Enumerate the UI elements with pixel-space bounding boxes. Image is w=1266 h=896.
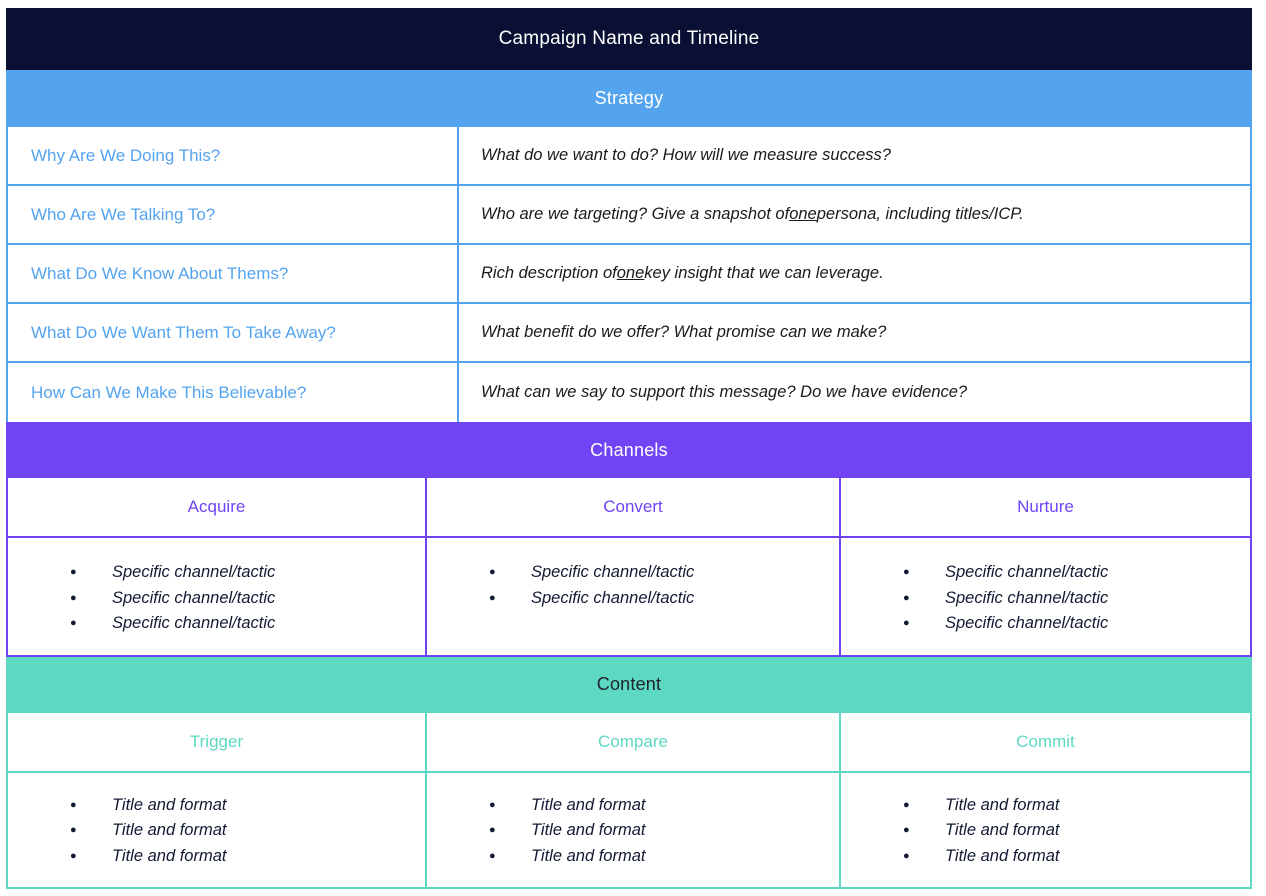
- column-heading: Acquire: [8, 478, 425, 538]
- strategy-answer-text: What can we say to support this message?…: [481, 383, 968, 401]
- list-item: Specific channel/tactic: [489, 586, 829, 612]
- strategy-answer: What benefit do we offer? What promise c…: [459, 304, 1250, 361]
- column-body: Specific channel/tactic Specific channel…: [8, 538, 425, 655]
- section-header-content-label: Content: [596, 674, 662, 694]
- column-heading: Compare: [427, 713, 839, 773]
- table-row: What Do We Know About Thems? Rich descri…: [8, 245, 1250, 304]
- list-item: Specific channel/tactic: [489, 560, 829, 586]
- strategy-answer-emphasis: one: [616, 264, 645, 282]
- channels-columns: Acquire Specific channel/tactic Specific…: [6, 478, 1252, 657]
- list-item: Title and format: [70, 793, 415, 819]
- campaign-title-bar: Campaign Name and Timeline: [6, 8, 1252, 70]
- strategy-question: Who Are We Talking To?: [8, 186, 459, 243]
- section-header-strategy: Strategy: [6, 70, 1252, 127]
- list-item: Title and format: [70, 818, 415, 844]
- page-title: Campaign Name and Timeline: [498, 28, 760, 49]
- content-list: Title and format Title and format Title …: [851, 793, 1240, 870]
- content-list: Title and format Title and format Title …: [437, 793, 829, 870]
- list-item: Title and format: [903, 793, 1240, 819]
- column-body: Title and format Title and format Title …: [841, 773, 1250, 888]
- column-body: Specific channel/tactic Specific channel…: [427, 538, 839, 655]
- tactic-list: Specific channel/tactic Specific channel…: [851, 560, 1240, 637]
- list-item: Specific channel/tactic: [70, 611, 415, 637]
- strategy-answer: What can we say to support this message?…: [459, 363, 1250, 422]
- channels-column-nurture: Nurture Specific channel/tactic Specific…: [841, 478, 1250, 655]
- section-header-channels-label: Channels: [590, 439, 668, 460]
- table-row: Who Are We Talking To? Who are we target…: [8, 186, 1250, 245]
- list-item: Specific channel/tactic: [70, 586, 415, 612]
- column-heading: Nurture: [841, 478, 1250, 538]
- list-item: Specific channel/tactic: [903, 560, 1240, 586]
- strategy-answer: Rich description of one key insight that…: [459, 245, 1250, 302]
- strategy-answer-text: Rich description of: [481, 264, 617, 282]
- strategy-rows: Why Are We Doing This? What do we want t…: [6, 127, 1252, 422]
- channels-column-acquire: Acquire Specific channel/tactic Specific…: [8, 478, 427, 655]
- list-item: Title and format: [489, 793, 829, 819]
- strategy-answer: Who are we targeting? Give a snapshot of…: [459, 186, 1250, 243]
- list-item: Specific channel/tactic: [903, 586, 1240, 612]
- tactic-list: Specific channel/tactic Specific channel…: [18, 560, 415, 637]
- list-item: Title and format: [903, 818, 1240, 844]
- strategy-answer-emphasis: one: [789, 205, 817, 223]
- strategy-answer-text: What do we want to do? How will we measu…: [481, 146, 891, 164]
- strategy-answer-text-tail: persona, including titles/ICP.: [816, 205, 1024, 223]
- table-row: Why Are We Doing This? What do we want t…: [8, 127, 1250, 186]
- list-item: Title and format: [70, 844, 415, 870]
- strategy-question: Why Are We Doing This?: [8, 127, 459, 184]
- content-column-commit: Commit Title and format Title and format…: [841, 713, 1250, 888]
- section-header-strategy-label: Strategy: [594, 88, 664, 108]
- column-body: Title and format Title and format Title …: [427, 773, 839, 888]
- column-body: Title and format Title and format Title …: [8, 773, 425, 888]
- table-row: How Can We Make This Believable? What ca…: [8, 363, 1250, 422]
- strategy-answer-text: What benefit do we offer? What promise c…: [481, 323, 887, 341]
- strategy-question: What Do We Know About Thems?: [8, 245, 459, 302]
- channels-column-convert: Convert Specific channel/tactic Specific…: [427, 478, 841, 655]
- strategy-question: What Do We Want Them To Take Away?: [8, 304, 459, 361]
- column-heading: Commit: [841, 713, 1250, 773]
- strategy-question: How Can We Make This Believable?: [8, 363, 459, 422]
- content-columns: Trigger Title and format Title and forma…: [6, 712, 1252, 889]
- content-list: Title and format Title and format Title …: [18, 793, 415, 870]
- list-item: Specific channel/tactic: [903, 611, 1240, 637]
- content-column-trigger: Trigger Title and format Title and forma…: [8, 712, 427, 888]
- list-item: Title and format: [489, 818, 829, 844]
- strategy-answer: What do we want to do? How will we measu…: [459, 127, 1250, 184]
- column-heading: Convert: [427, 478, 839, 538]
- column-heading: Trigger: [8, 713, 425, 773]
- campaign-brief-table: Campaign Name and Timeline Strategy Why …: [6, 8, 1252, 889]
- content-column-compare: Compare Title and format Title and forma…: [427, 712, 841, 888]
- section-header-content: Content: [6, 656, 1252, 713]
- list-item: Title and format: [903, 844, 1240, 870]
- tactic-list: Specific channel/tactic Specific channel…: [437, 560, 829, 611]
- table-row: What Do We Want Them To Take Away? What …: [8, 304, 1250, 363]
- list-item: Title and format: [489, 844, 829, 870]
- strategy-answer-text-tail: key insight that we can leverage.: [644, 264, 884, 282]
- section-header-channels: Channels: [6, 422, 1252, 478]
- strategy-answer-text: Who are we targeting? Give a snapshot of: [481, 205, 790, 223]
- column-body: Specific channel/tactic Specific channel…: [841, 538, 1250, 655]
- list-item: Specific channel/tactic: [70, 560, 415, 586]
